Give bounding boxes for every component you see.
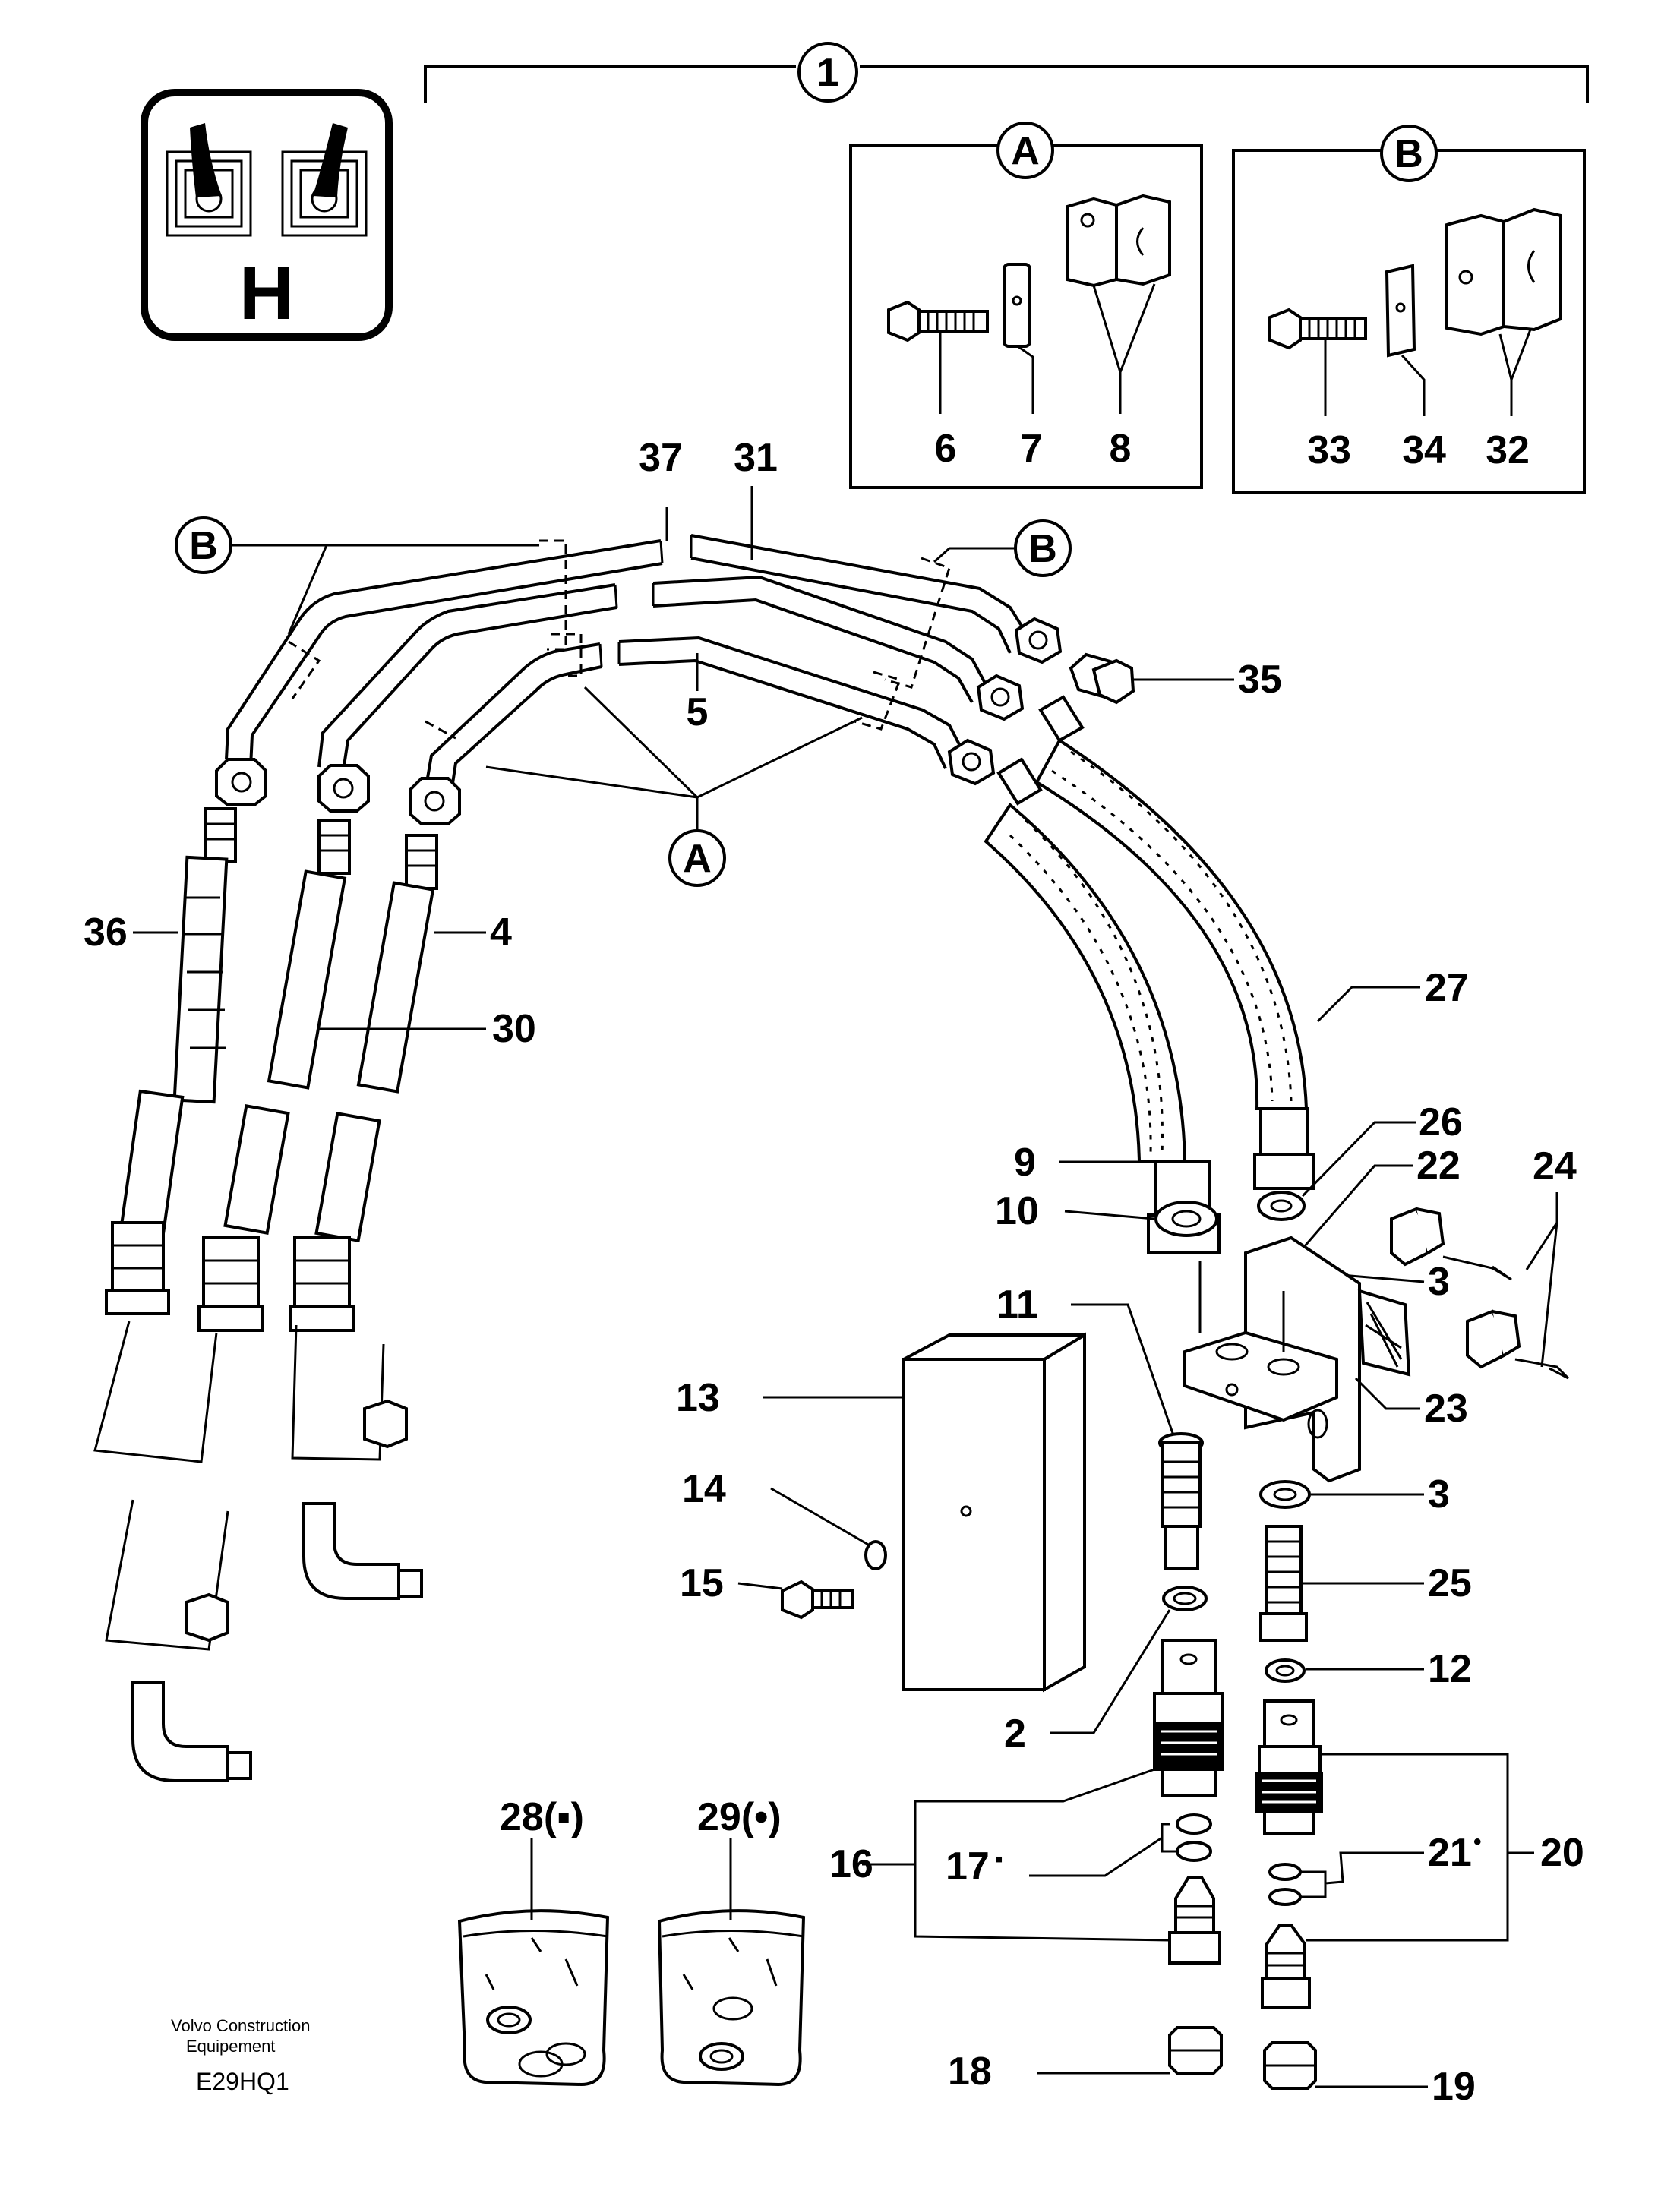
callout-4: 4 bbox=[490, 910, 512, 955]
footer: Volvo Construction Equipement E29HQ1 bbox=[171, 2016, 310, 2095]
callout-29: 29(•) bbox=[697, 1795, 782, 1839]
pipe-5 bbox=[425, 636, 965, 789]
callout-31: 31 bbox=[734, 436, 778, 480]
callout-37: 37 bbox=[639, 436, 683, 480]
callout-16: 16 bbox=[829, 1842, 873, 1886]
detail-b-label-32: 32 bbox=[1486, 428, 1530, 472]
detail-b-label-34: 34 bbox=[1402, 428, 1446, 472]
callout-15: 15 bbox=[680, 1561, 724, 1605]
detail-a-label-6: 6 bbox=[935, 427, 957, 471]
callout-5: 5 bbox=[687, 690, 709, 734]
callout-36: 36 bbox=[84, 910, 128, 955]
seal-ring-10: 10 bbox=[995, 1189, 1218, 1237]
seal-kit-29: 29(•) bbox=[657, 1795, 806, 2087]
marker-21: • bbox=[1473, 1829, 1482, 1854]
nipple-25: 25 bbox=[1259, 1525, 1472, 1642]
quick-coupling-20: 20 21 • bbox=[1255, 1699, 1584, 2009]
callout-17: 17 bbox=[946, 1845, 990, 1889]
clamp-part-32 bbox=[1445, 207, 1562, 416]
callout-3-top: 3 bbox=[1428, 1260, 1450, 1304]
detail-b-letter: B bbox=[1394, 132, 1423, 176]
callout-1: 1 bbox=[817, 51, 839, 95]
detail-b-label-33: 33 bbox=[1307, 428, 1351, 472]
seal-kit-28: 28(▪) bbox=[457, 1795, 610, 2087]
nipple-11: 11 bbox=[996, 1283, 1204, 1570]
pipe-callouts: B B A 37 31 5 bbox=[175, 436, 1072, 887]
callout-19: 19 bbox=[1432, 2065, 1476, 2109]
seal-2: 2 bbox=[1004, 1586, 1208, 1756]
plate-part-34 bbox=[1385, 264, 1426, 416]
washer-26: 26 bbox=[1257, 1100, 1463, 1221]
marker-17: ▪ bbox=[995, 1847, 1003, 1872]
callout-13: 13 bbox=[676, 1376, 720, 1420]
callout-30: 30 bbox=[492, 1007, 536, 1051]
callout-21: 21 bbox=[1428, 1831, 1472, 1875]
callout-28: 28(▪) bbox=[500, 1795, 584, 1839]
screw-15: 15 bbox=[680, 1561, 854, 1620]
hose-4 bbox=[289, 834, 438, 1332]
clamp-position-marks bbox=[288, 539, 951, 740]
company-line-2: Equipement bbox=[186, 2037, 275, 2056]
callout-24: 24 bbox=[1533, 1144, 1577, 1188]
plugs-24: 24 bbox=[1390, 1144, 1577, 1380]
callout-25: 25 bbox=[1428, 1561, 1472, 1605]
pipe-37 bbox=[225, 534, 1027, 768]
bolt-part-6 bbox=[887, 300, 989, 414]
nipple-19: 19 bbox=[1263, 2041, 1476, 2109]
company-line-1: Volvo Construction bbox=[171, 2016, 310, 2035]
callout-11: 11 bbox=[996, 1283, 1038, 1327]
pipe-31 bbox=[317, 575, 989, 772]
callout-26: 26 bbox=[1419, 1100, 1463, 1144]
callout-9: 9 bbox=[1014, 1141, 1036, 1185]
callout-18: 18 bbox=[948, 2050, 992, 2094]
elbow-fittings-left bbox=[93, 1321, 423, 1782]
hose-36 bbox=[105, 807, 237, 1315]
hose-callouts-right: 27 9 bbox=[1014, 966, 1469, 1185]
clamp-part-8 bbox=[1066, 194, 1171, 414]
detail-a-label-7: 7 bbox=[1021, 427, 1043, 471]
callout-14: 14 bbox=[682, 1467, 726, 1511]
detail-a-letter: A bbox=[1011, 129, 1040, 173]
plate-part-7 bbox=[1003, 263, 1034, 414]
callout-3-bottom: 3 bbox=[1428, 1472, 1450, 1516]
washer-22: 22 bbox=[1297, 1144, 1461, 1254]
callout-2: 2 bbox=[1004, 1712, 1026, 1756]
nipple-18: 18 bbox=[948, 2026, 1223, 2094]
bubble-a: A bbox=[683, 837, 712, 881]
callout-10: 10 bbox=[995, 1189, 1039, 1233]
pipe-nuts-right bbox=[947, 617, 1063, 786]
bolt-part-33 bbox=[1268, 308, 1367, 416]
callout-20: 20 bbox=[1540, 1831, 1584, 1875]
hose-27 bbox=[1034, 695, 1315, 1190]
cover-plate-13: 13 bbox=[676, 1332, 1086, 1693]
operator-letter: H bbox=[239, 251, 294, 336]
mounting-bracket-23: 23 bbox=[1183, 1236, 1468, 1483]
detail-a-label-8: 8 bbox=[1110, 427, 1132, 471]
bubble-b-left: B bbox=[189, 524, 218, 568]
callout-22: 22 bbox=[1416, 1144, 1461, 1188]
pipe-nuts-left bbox=[215, 758, 461, 825]
plug-part-35: 35 bbox=[1069, 652, 1282, 705]
callout-35: 35 bbox=[1238, 658, 1282, 702]
washer-3-bottom: 3 bbox=[1259, 1472, 1450, 1516]
hose-30 bbox=[197, 819, 351, 1332]
bubble-b-right: B bbox=[1028, 527, 1057, 571]
drawing-code: E29HQ1 bbox=[196, 2068, 289, 2095]
seal-12: 12 bbox=[1265, 1647, 1472, 1691]
detail-box-b: B 33 34 32 bbox=[1232, 125, 1586, 494]
callout-23: 23 bbox=[1424, 1387, 1468, 1431]
washer-14: 14 bbox=[682, 1467, 887, 1570]
dual-joystick-icon bbox=[166, 123, 368, 237]
operator-control-symbol: H bbox=[141, 89, 393, 341]
hose-callouts-left: 36 4 30 bbox=[84, 910, 536, 1051]
assembly-bracket: 1 bbox=[424, 42, 1589, 103]
callout-12: 12 bbox=[1428, 1647, 1472, 1691]
quick-coupling-16: 16 17 ▪ bbox=[829, 1639, 1224, 1965]
callout-27: 27 bbox=[1425, 966, 1469, 1010]
detail-box-a: A 6 7 8 bbox=[849, 122, 1203, 489]
